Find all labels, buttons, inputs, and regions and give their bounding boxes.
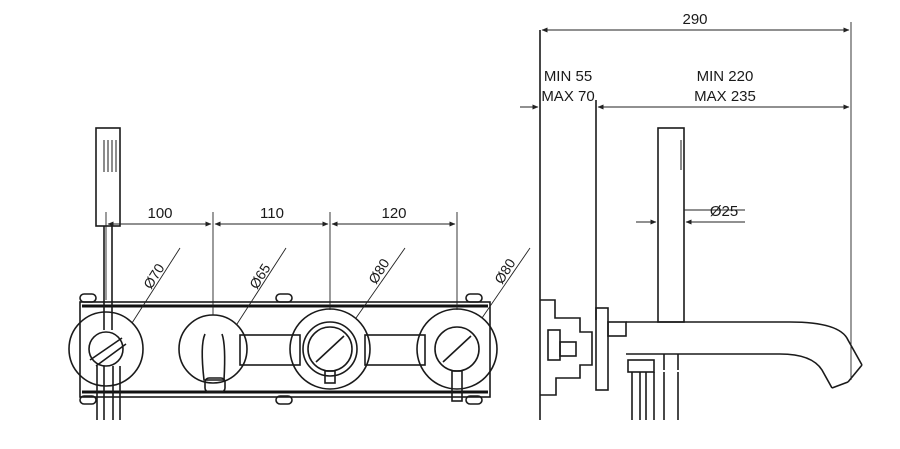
spout	[626, 321, 863, 389]
handshower-diameter-label: Ø25	[710, 203, 738, 220]
rosette-2	[178, 314, 248, 393]
total-length-dimension: 290	[541, 11, 850, 33]
mounting-slots	[79, 293, 483, 405]
extension-lines	[105, 212, 458, 315]
rosette-3	[289, 308, 371, 390]
front-view: 100 110 120 Ø70 Ø65 Ø80 Ø80	[68, 127, 531, 420]
total-length-label: 290	[682, 11, 707, 28]
mounting-plate	[79, 301, 491, 398]
spacing-3-label: 120	[381, 205, 406, 222]
diameter-1-label: Ø70	[140, 260, 168, 291]
diameter-leaders: Ø70 Ø65 Ø80 Ø80	[131, 247, 531, 325]
supply-pipes	[627, 359, 679, 420]
wall-box	[540, 299, 627, 396]
min-max-dimension: MIN 55 MAX 70 MIN 220 MAX 235	[520, 68, 850, 110]
max-2-label: MAX 235	[694, 88, 756, 105]
spacing-1-label: 100	[147, 205, 172, 222]
max-1-label: MAX 70	[541, 88, 594, 105]
spacing-2-label: 110	[260, 205, 284, 222]
min-1-label: MIN 55	[544, 68, 592, 85]
spacing-dimensions: 100 110 120	[107, 205, 456, 227]
side-view: 290 MIN 55 MAX 70 MIN 220 MAX 235 Ø25	[520, 11, 863, 420]
handshower-diameter-dimension: Ø25	[636, 203, 745, 225]
rosette-1	[68, 311, 144, 387]
side-hand-shower	[657, 127, 685, 370]
rosette-4	[416, 308, 498, 402]
min-2-label: MIN 220	[697, 68, 754, 85]
diameter-2-label: Ø65	[246, 260, 274, 291]
hand-shower	[95, 127, 121, 420]
